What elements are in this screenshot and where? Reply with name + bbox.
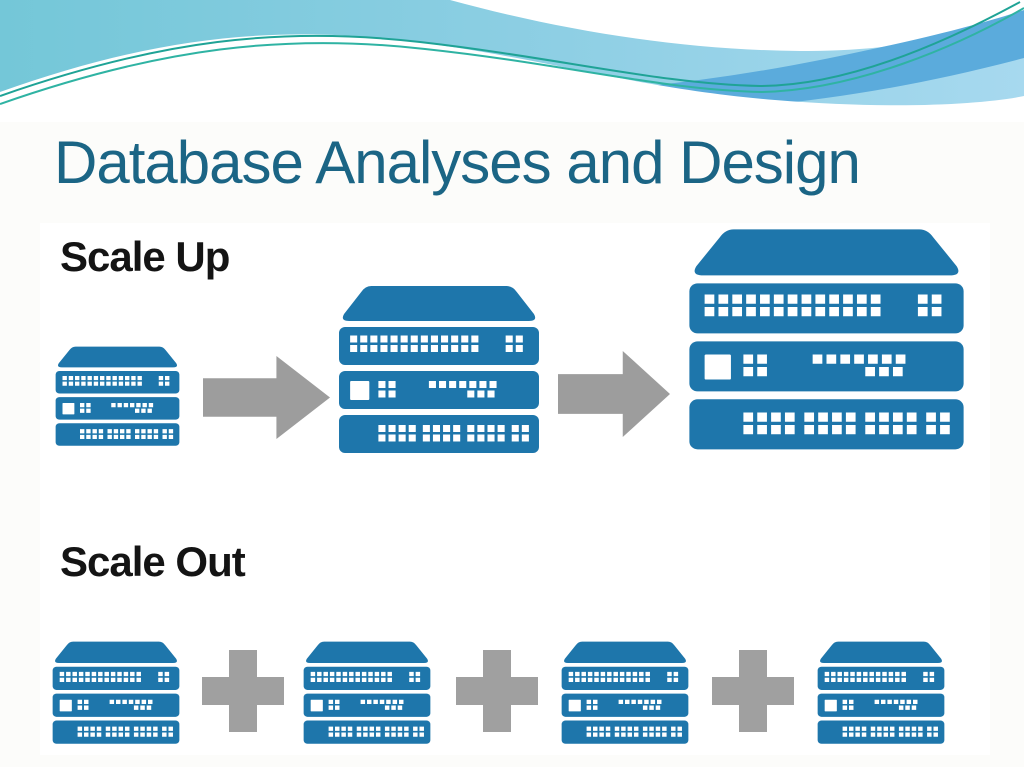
arrow-right-icon — [203, 356, 330, 439]
page-title: Database Analyses and Design — [54, 129, 861, 196]
white-wedge — [450, 0, 1024, 52]
accent-curve-line-1 — [0, 1, 1021, 97]
server-rack-icon-node — [303, 641, 431, 745]
scale-out-label: Scale Out — [60, 538, 246, 585]
blue-ribbon — [430, 10, 1024, 113]
arrow-right-icon — [558, 351, 670, 437]
plus-icon — [712, 650, 794, 732]
scale-up-label: Scale Up — [60, 233, 230, 280]
plus-icon — [456, 650, 538, 732]
server-rack-icon-node — [52, 641, 180, 745]
accent-curve-line-2 — [0, 7, 1024, 105]
white-hill — [0, 34, 1024, 122]
plus-icon — [202, 650, 284, 732]
server-rack-icon-medium — [338, 285, 540, 455]
wave-swoosh-decoration — [0, 0, 1024, 122]
server-rack-icon-node — [561, 641, 689, 745]
server-rack-icon-node — [817, 641, 945, 745]
server-rack-icon-small — [55, 346, 180, 447]
server-rack-icon-large — [688, 228, 965, 452]
diagram-panel: Scale Up Scale Out — [40, 223, 990, 755]
